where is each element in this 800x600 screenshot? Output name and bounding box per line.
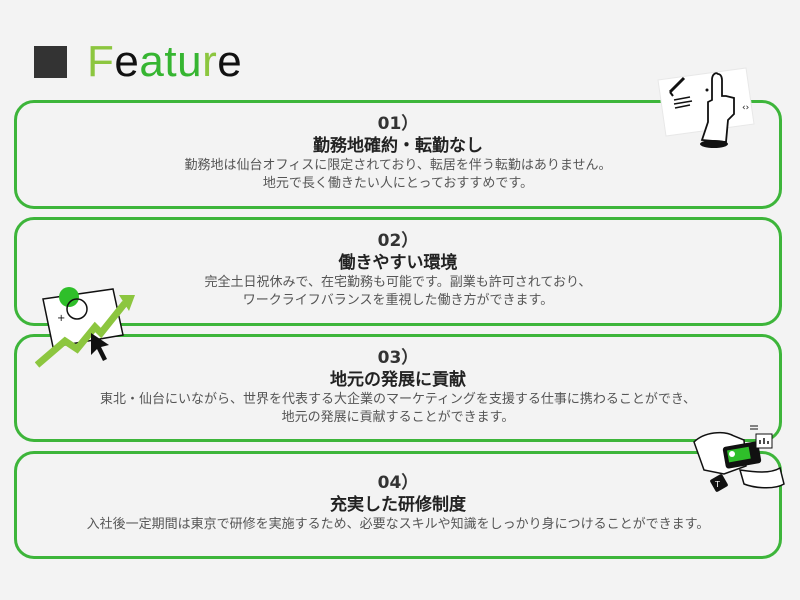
- feature-number: 01）: [377, 114, 419, 134]
- page-title: Feature: [87, 40, 242, 84]
- feature-number: 03）: [377, 348, 419, 368]
- feature-desc-line: 地元で長く働きたい人にとっておすすめです。: [262, 176, 534, 191]
- feature-title: 地元の発展に貢献: [330, 370, 466, 390]
- title-letter: e: [114, 37, 140, 86]
- page-header: Feature: [34, 40, 242, 84]
- feature-desc-line: 地元の発展に貢献することができます。: [281, 410, 515, 425]
- feature-desc-line: 東北・仙台にいながら、世界を代表する大企業のマーケティングを支援する仕事に携わる…: [99, 392, 697, 407]
- title-letter: u: [177, 37, 203, 86]
- feature-number: 02）: [377, 231, 419, 251]
- svg-text:‹›: ‹›: [742, 103, 749, 113]
- title-letter: a: [139, 37, 165, 86]
- feature-desc-line: 入社後一定期間は東京で研修を実施するため、必要なスキルや知識をしっかり身につける…: [86, 517, 710, 532]
- svg-text:T: T: [714, 480, 720, 489]
- feature-card-03: 03） 地元の発展に貢献 東北・仙台にいながら、世界を代表する大企業のマーケティ…: [14, 334, 782, 442]
- feature-number: 04）: [377, 473, 419, 493]
- feature-card-04: 04） 充実した研修制度 入社後一定期間は東京で研修を実施するため、必要なスキル…: [14, 451, 782, 559]
- growth-chart-cursor-icon: +: [35, 287, 135, 368]
- title-letter: e: [217, 37, 243, 86]
- feature-card-01: 01） 勤務地確約・転勤なし 勤務地は仙台オフィスに限定されており、転居を伴う転…: [14, 100, 782, 209]
- feature-title: 勤務地確約・転勤なし: [313, 136, 483, 156]
- title-letter: F: [87, 37, 115, 86]
- feature-desc-line: 勤務地は仙台オフィスに限定されており、転居を伴う転勤はありません。: [184, 158, 612, 173]
- feature-title: 働きやすい環境: [338, 253, 458, 273]
- feature-card-02: 02） 働きやすい環境 完全土日祝休みで、在宅勤務も可能です。副業も許可されてお…: [14, 217, 782, 326]
- title-square-icon: [34, 46, 67, 78]
- hands-card-data-icon: T: [693, 425, 785, 492]
- thumbs-up-document-icon: ‹›: [657, 67, 755, 148]
- feature-title: 充実した研修制度: [330, 495, 466, 515]
- title-letter: r: [202, 37, 218, 86]
- svg-text:+: +: [57, 313, 65, 324]
- feature-desc-line: ワークライフバランスを重視した働き方ができます。: [242, 293, 554, 308]
- feature-desc-line: 完全土日祝休みで、在宅勤務も可能です。副業も許可されており、: [204, 275, 592, 290]
- title-letter: t: [164, 37, 178, 86]
